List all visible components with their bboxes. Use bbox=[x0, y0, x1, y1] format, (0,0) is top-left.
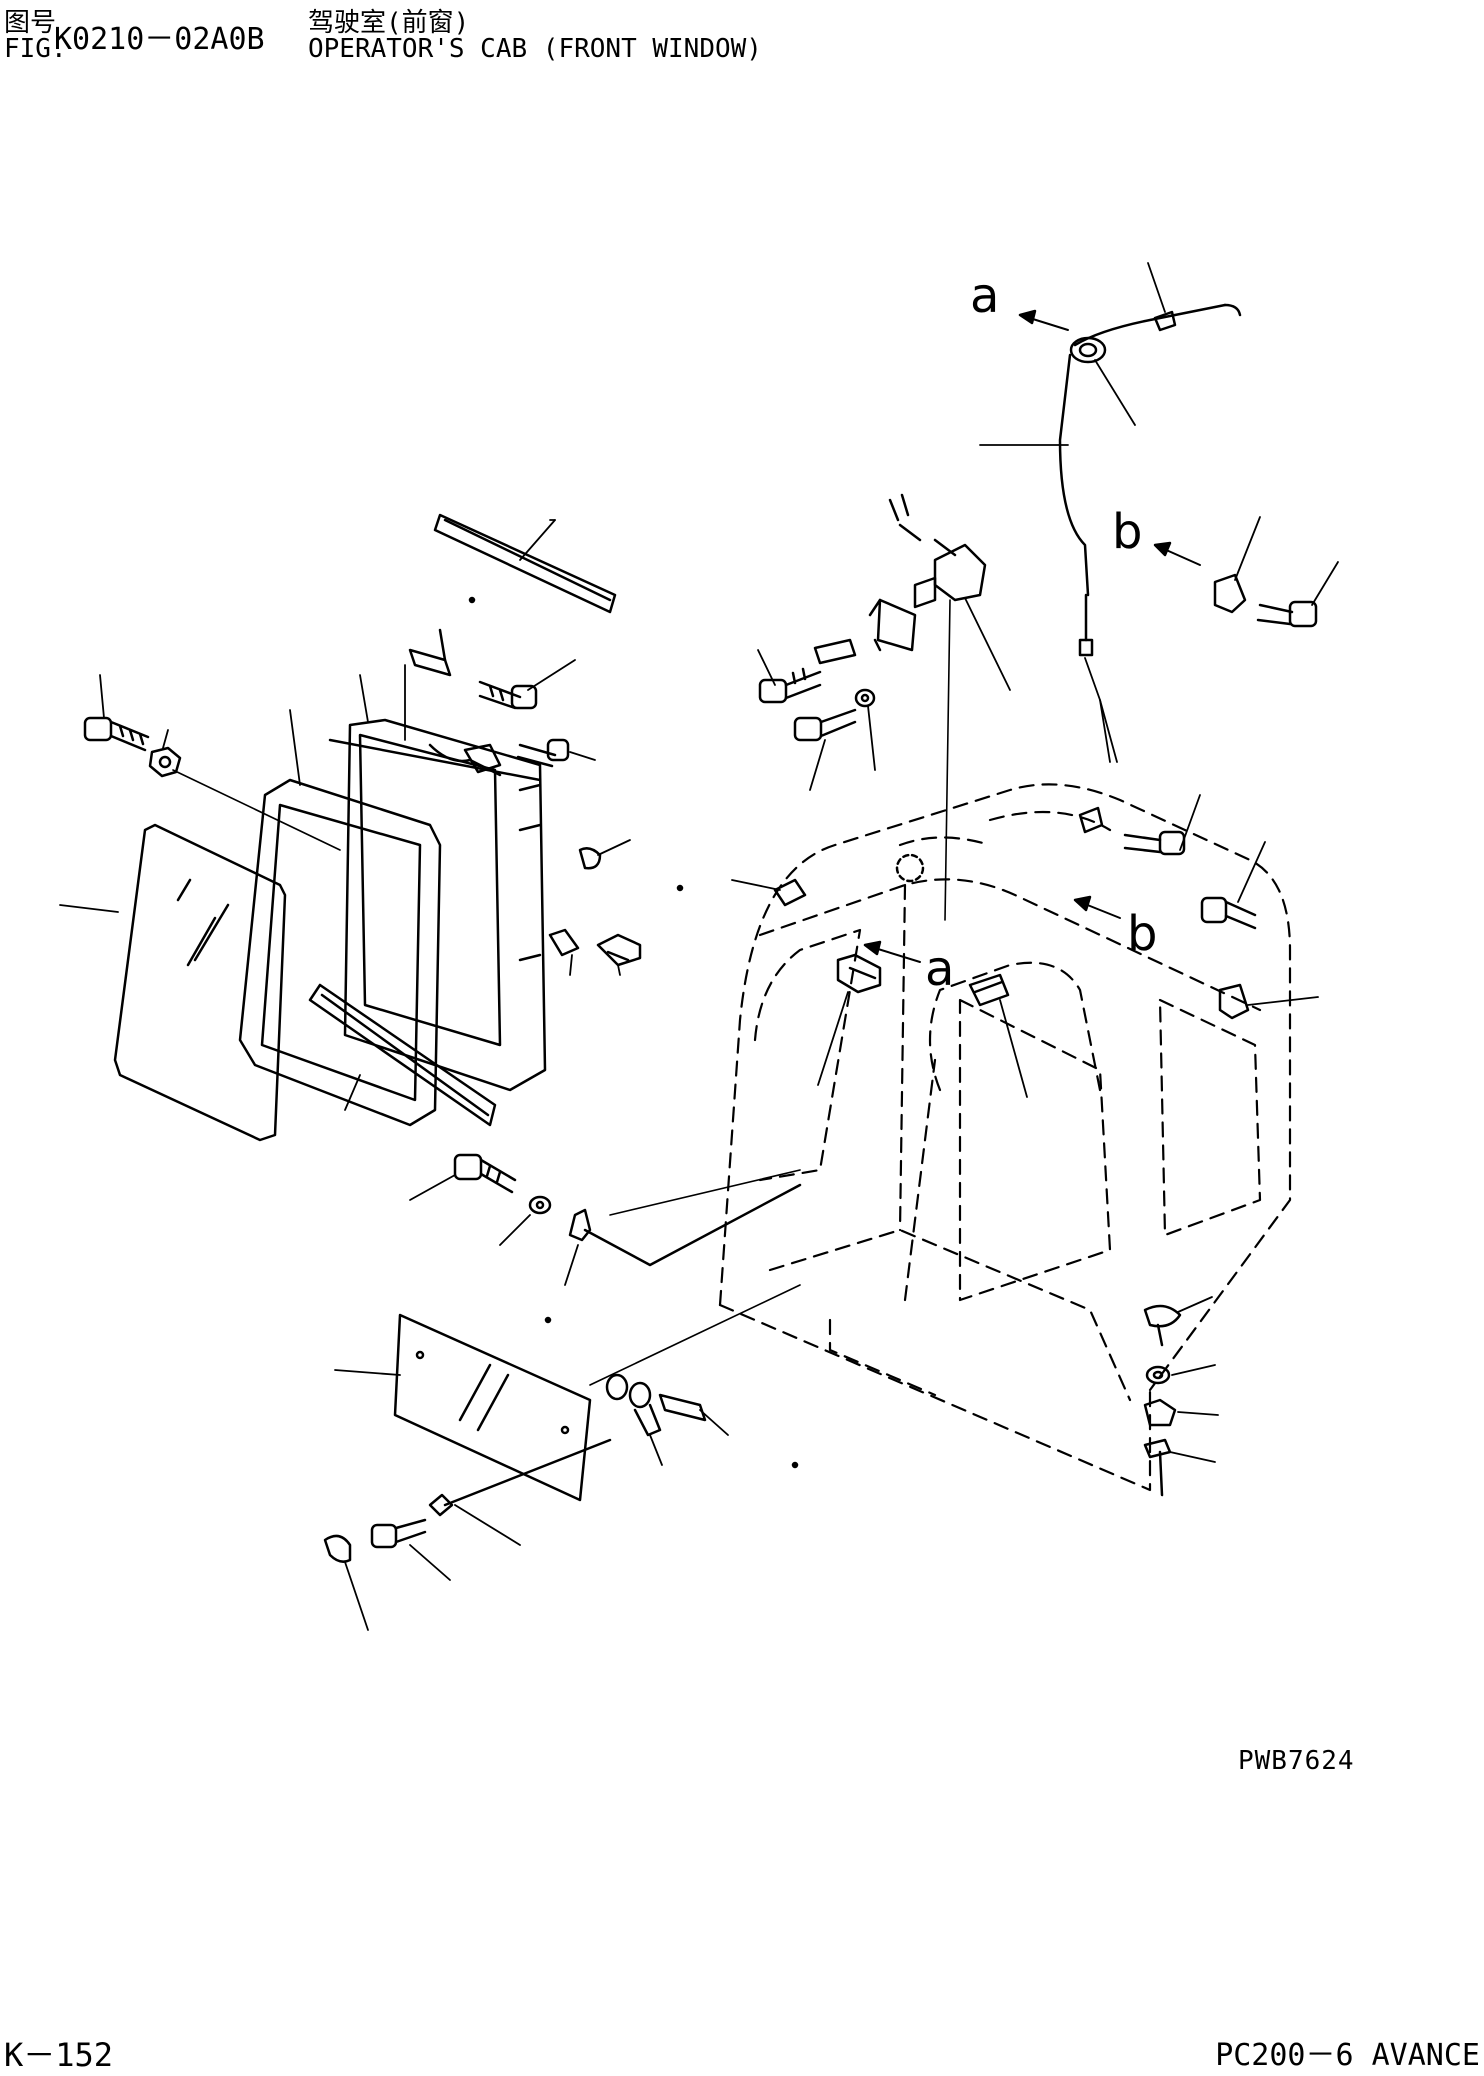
clip-frame-mid bbox=[463, 743, 502, 774]
ref-label-a-top: a bbox=[970, 268, 999, 324]
washer-lower-left bbox=[528, 1195, 552, 1215]
bolt-cab-right-2 bbox=[1200, 896, 1257, 930]
ref-arrow-b-top bbox=[1153, 541, 1201, 566]
lower-glass-pane bbox=[393, 1313, 592, 1502]
washer-upper bbox=[854, 688, 876, 708]
dot-marker-2 bbox=[544, 1316, 552, 1324]
window-gasket bbox=[238, 778, 442, 1127]
leader-lines bbox=[59, 262, 1339, 1631]
figure-number: K0210－02A0B bbox=[54, 22, 265, 57]
bracket-lower-left bbox=[568, 1183, 802, 1267]
pin-lower bbox=[428, 1438, 612, 1517]
figure-label-cn: 图号 bbox=[4, 8, 57, 38]
clip-cab-right bbox=[1218, 983, 1250, 1020]
ref-label-b-cab: b bbox=[1127, 906, 1157, 962]
strip-right-lower bbox=[1143, 1438, 1172, 1497]
bolt-lower-left bbox=[453, 1153, 517, 1194]
cab-dome-ring bbox=[895, 853, 925, 883]
clip-frame-low bbox=[548, 928, 580, 957]
washer-right-lower bbox=[1145, 1365, 1171, 1385]
ref-label-a-cab: a bbox=[925, 941, 954, 997]
bracket-upper bbox=[813, 598, 917, 665]
figure-label-en: FIG. bbox=[4, 34, 67, 64]
bracket-b bbox=[1213, 573, 1318, 628]
nut-right-lower bbox=[1143, 1398, 1177, 1427]
bolt-frame-right bbox=[478, 680, 538, 710]
model-name: PC200－6 AVANCE bbox=[1215, 2038, 1480, 2073]
title-en: OPERATOR'S CAB (FRONT WINDOW) bbox=[308, 34, 762, 64]
ref-label-b-top: b bbox=[1112, 504, 1142, 560]
bolt-cab-inner bbox=[836, 953, 882, 994]
top-trim-strip bbox=[433, 513, 617, 614]
cab-body bbox=[718, 783, 1292, 1492]
bolt-frame-side bbox=[578, 847, 602, 870]
bottom-trim-strip bbox=[308, 983, 497, 1127]
cab-switch bbox=[888, 493, 987, 609]
strip-lower bbox=[658, 1393, 707, 1422]
screw-right-lower bbox=[1143, 1304, 1182, 1347]
dot-marker-1 bbox=[468, 596, 476, 604]
reference-code: PWB7624 bbox=[1238, 1746, 1355, 1776]
bolt-frame-low bbox=[596, 933, 642, 967]
bolt-left-top bbox=[83, 716, 150, 752]
ref-arrow-a-cab bbox=[863, 940, 921, 963]
page-number: K－152 bbox=[4, 2036, 114, 2074]
clip-cab-left bbox=[773, 878, 807, 907]
bolt-cab-right-1 bbox=[1078, 806, 1186, 856]
latch-lower bbox=[605, 1373, 662, 1437]
wire-harness bbox=[1058, 303, 1242, 657]
front-glass-pane bbox=[113, 823, 287, 1142]
assembly-lines bbox=[172, 599, 951, 1386]
plug-lower bbox=[323, 1534, 352, 1563]
bolt-upper-center-2 bbox=[793, 708, 857, 742]
bolt-lower-center bbox=[370, 1518, 427, 1549]
ref-arrow-a-top bbox=[1018, 309, 1069, 331]
title-cn: 驾驶室(前窗) bbox=[308, 8, 470, 38]
clip-cab-pillar bbox=[968, 973, 1010, 1007]
bracket-frame-top bbox=[408, 628, 452, 677]
ref-arrow-b-cab bbox=[1073, 895, 1121, 919]
dot-marker-4 bbox=[676, 884, 684, 892]
bolt-frame-right-2 bbox=[516, 738, 570, 768]
dot-marker-3 bbox=[791, 1461, 799, 1469]
